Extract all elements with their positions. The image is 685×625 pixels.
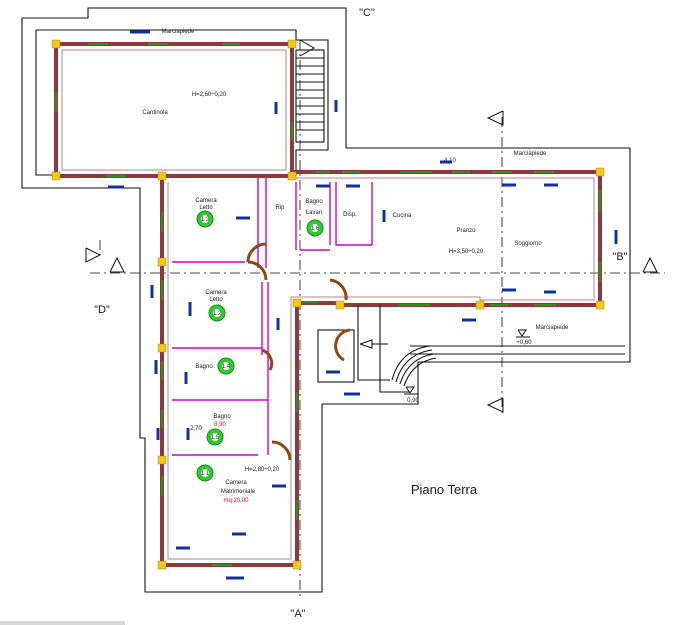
section-b-label: "B" — [612, 251, 627, 263]
marciapiede-right-bottom: Marciapiede — [536, 325, 569, 331]
smoke-id: 1.1 — [201, 471, 210, 477]
room-bagno-lavan-line1: Bagno — [305, 199, 323, 205]
section-c-label: "C" — [359, 7, 375, 19]
room-camera-letto-2-line2: Letto — [209, 297, 223, 303]
room-bagno-2: Bagno — [213, 414, 231, 420]
room-cucina: Cucina — [393, 213, 412, 219]
level-markers — [359, 329, 530, 395]
marciapiede-top-left: Marciapiede — [162, 29, 195, 35]
room-camera-matrimoniale-line2: Matrimoniale — [221, 489, 256, 495]
radiators — [108, 30, 618, 580]
height-camera: H=2,80÷0,20 — [245, 467, 280, 473]
room-camera-matrimoniale-line1: Camera — [225, 480, 247, 486]
room-bagno-lavan-line2: Lavan — [306, 210, 322, 216]
smoke-detector-1-1: 1.1 — [196, 464, 214, 482]
smoke-detector-1-2: 1.2 — [208, 304, 226, 322]
room-cantinola: Cantinola — [142, 110, 168, 116]
room-camera-letto-1-line1: Camera — [195, 198, 217, 204]
smoke-detector-1-3: 1.3 — [196, 210, 214, 228]
height-cantinola: H=2,60÷0,20 — [192, 92, 227, 98]
smoke-id: 1.6 — [311, 226, 320, 232]
room-camera-matrimoniale-area: mq 20,00 — [223, 498, 249, 504]
labels: "C" "A" "B" "D" Marciapiede Marciapiede … — [94, 7, 628, 620]
room-bagno-1: Bagno — [195, 364, 213, 370]
entrance-steps — [317, 305, 437, 393]
smoke-detector-1-6: 1.6 — [306, 219, 324, 237]
interior-partitions — [172, 178, 373, 456]
smoke-id: 1.5 — [211, 435, 220, 441]
doors — [246, 242, 351, 461]
room-bagno-2-area: 8,90 — [214, 422, 226, 428]
section-d-label: "D" — [94, 304, 110, 316]
height-pranzo: H=3,50÷0,20 — [449, 249, 484, 255]
smoke-detector-1-4: 1.4 — [217, 357, 235, 375]
smoke-detectors: 1.3 1.2 1.4 1.5 1.1 1.6 — [196, 210, 324, 482]
level-bottom: 0,90 — [407, 398, 419, 404]
room-camera-letto-2-line1: Camera — [205, 290, 227, 296]
section-lines — [90, 40, 665, 600]
section-a-label: "A" — [290, 608, 305, 620]
dimension-2-70: 2,70 — [190, 426, 202, 432]
windows — [55, 43, 601, 566]
smoke-id: 1.2 — [213, 311, 222, 317]
bottom-rule — [0, 621, 125, 625]
cantinola-walls — [54, 42, 294, 178]
room-soggiorno: Soggiorno — [514, 241, 542, 247]
dimension-4-10: 4,10 — [444, 158, 456, 164]
room-camera-letto-1-line2: Letto — [199, 205, 213, 211]
room-disp: Disp. — [343, 212, 357, 218]
columns — [51, 39, 605, 570]
level-top: +0,60 — [516, 340, 532, 346]
room-pranzo: Pranzo — [456, 228, 476, 234]
smoke-id: 1.4 — [222, 364, 231, 370]
smoke-detector-1-5: 1.5 — [206, 428, 224, 446]
floor-title: Piano Terra — [411, 482, 478, 497]
room-rip: Rip — [275, 205, 285, 211]
stairs — [295, 49, 325, 143]
section-arrows — [85, 39, 658, 413]
smoke-id: 1.3 — [201, 217, 210, 223]
marciapiede-right-top: Marciapiede — [514, 151, 547, 157]
